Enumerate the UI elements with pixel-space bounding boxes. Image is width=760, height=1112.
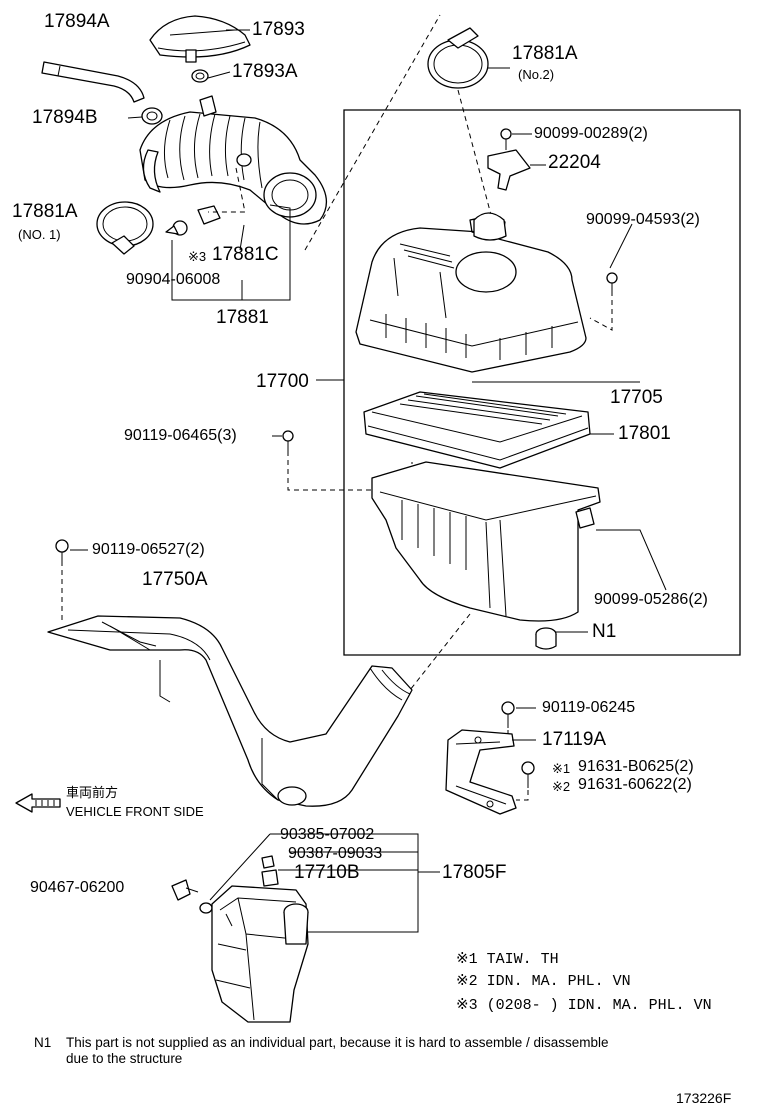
label-90099-00289: 90099-00289(2) <box>534 125 648 142</box>
label-mark2: ※2 <box>552 779 571 794</box>
label-17805F: 17805F <box>442 862 507 883</box>
note-3: ※3 (0208- ) IDN. MA. PHL. VN <box>456 997 712 1014</box>
label-90099-05286: 90099-05286(2) <box>594 591 708 608</box>
part-17750A-duct <box>47 615 413 807</box>
label-17881A-no2-sub: (No.2) <box>518 67 555 82</box>
part-grommet-small <box>199 902 213 914</box>
air-cleaner-frame <box>343 109 741 656</box>
label-N1: N1 <box>592 621 617 642</box>
part-90119-06465-screw <box>282 430 294 456</box>
part-90119-06245-bolt <box>501 701 515 728</box>
part-90119-06527-screw <box>55 539 69 566</box>
label-90904-06008: 90904-06008 <box>126 271 221 288</box>
label-17881A-no2: 17881A <box>512 43 578 64</box>
part-22204-sensor <box>487 149 531 191</box>
part-N1-grommet <box>535 627 557 650</box>
label-90119-06465: 90119-06465(3) <box>124 427 237 444</box>
footnote-tag: N1 <box>34 1035 52 1050</box>
label-17881: 17881 <box>216 307 269 328</box>
label-17750A: 17750A <box>142 569 208 590</box>
label-17881C: 17881C <box>212 244 279 265</box>
part-air-cleaner-lower-case <box>371 461 601 622</box>
label-90119-06527: 90119-06527(2) <box>92 541 205 558</box>
label-17700: 17700 <box>256 371 309 392</box>
label-front-jp: 車両前方 <box>66 785 119 800</box>
part-17881A-no2-clamp <box>427 27 489 89</box>
label-17705: 17705 <box>610 387 663 408</box>
label-17894A: 17894A <box>44 11 110 32</box>
label-22204: 22204 <box>548 152 601 173</box>
label-17893A: 17893A <box>232 61 298 82</box>
part-17881-intake-hose <box>139 95 327 225</box>
part-17881A-no1-clamp <box>96 201 154 255</box>
part-90099-00289-screw <box>500 128 512 150</box>
label-90467-06200: 90467-06200 <box>30 879 125 896</box>
part-17893-cover <box>149 15 251 63</box>
part-17801-filter <box>363 391 591 469</box>
vehicle-front-arrow-icon <box>15 793 61 813</box>
part-17894A-hose <box>41 61 145 103</box>
label-90119-06245: 90119-06245 <box>542 699 636 716</box>
part-17119A-bracket <box>445 729 517 815</box>
part-90099-04593-screw <box>606 272 618 296</box>
label-17881A-no1: 17881A <box>12 201 78 222</box>
label-90387-09033: 90387-09033 <box>288 845 383 862</box>
label-17893: 17893 <box>252 19 305 40</box>
part-17710B-cap <box>261 869 279 887</box>
figure-code: 173226F <box>676 1090 732 1106</box>
label-17881C-mark: ※3 <box>188 249 207 264</box>
note-1: ※1 TAIW. TH <box>456 951 559 968</box>
label-17894B: 17894B <box>32 107 98 128</box>
part-90467-06200-clip <box>171 879 199 901</box>
part-17894B-clip <box>141 107 163 125</box>
label-mark1: ※1 <box>552 761 571 776</box>
label-91631-B0625: 91631-B0625(2) <box>578 758 694 775</box>
label-17119A: 17119A <box>542 729 607 750</box>
label-91631-60622: 91631-60622(2) <box>578 776 692 793</box>
label-90099-04593: 90099-04593(2) <box>586 211 700 228</box>
part-91631-bolt <box>521 761 535 788</box>
part-17881C-clip <box>165 205 221 236</box>
part-90385-07002-clip <box>261 855 275 869</box>
label-17881A-no1-sub: (NO. 1) <box>18 227 61 242</box>
note-2: ※2 IDN. MA. PHL. VN <box>456 973 631 990</box>
label-17801: 17801 <box>618 423 671 444</box>
part-17893A-clip <box>191 69 209 83</box>
part-17705-upper-case <box>355 212 587 373</box>
label-front-en: VEHICLE FRONT SIDE <box>66 804 204 819</box>
label-90385-07002: 90385-07002 <box>280 826 375 843</box>
footnote-line-2: due to the structure <box>66 1051 183 1066</box>
label-17710B: 17710B <box>294 862 360 883</box>
footnote-line-1: This part is not supplied as an individu… <box>66 1035 609 1050</box>
part-17805F-resonator <box>211 885 309 1023</box>
